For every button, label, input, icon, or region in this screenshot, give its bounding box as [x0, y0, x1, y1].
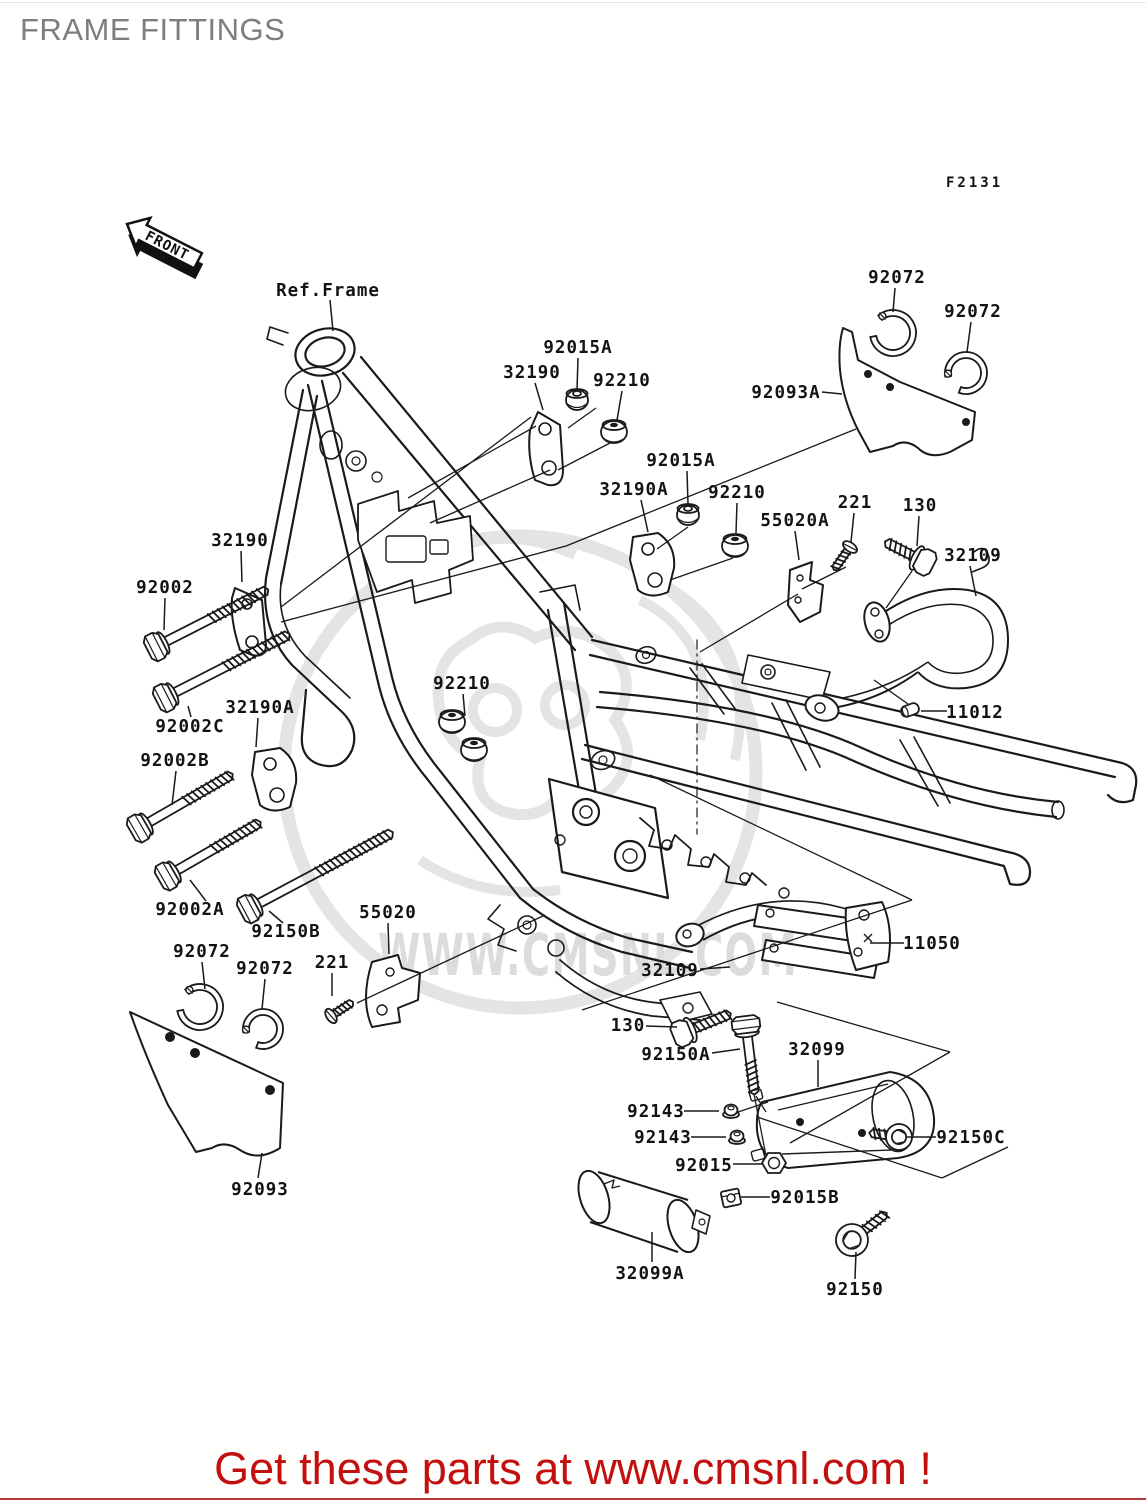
- part-label-11050[interactable]: 11050: [903, 934, 961, 954]
- rubber-damper: [460, 737, 488, 762]
- part-label-32099A[interactable]: 32099A: [615, 1264, 684, 1284]
- front-direction-arrow: FRONT: [125, 216, 204, 280]
- part-label-32190[interactable]: 32190: [211, 531, 269, 551]
- part-label-92072[interactable]: 92072: [173, 942, 231, 962]
- part-label-92093[interactable]: 92093: [231, 1180, 289, 1200]
- cmsnl-link[interactable]: Get these parts at www.cmsnl.com !: [214, 1443, 932, 1494]
- machine-screw: [324, 999, 354, 1025]
- part-label-32099[interactable]: 32099: [788, 1040, 846, 1060]
- hex-bolt: [125, 770, 235, 844]
- machine-screw: [830, 540, 858, 572]
- flange-nut: [728, 1129, 746, 1145]
- part-label-92072[interactable]: 92072: [868, 268, 926, 288]
- part-label-Ref.Frame[interactable]: Ref.Frame: [276, 281, 380, 301]
- part-label-92210[interactable]: 92210: [593, 371, 651, 391]
- page-title: FRAME FITTINGS: [20, 12, 286, 47]
- part-label-32109[interactable]: 32109: [944, 546, 1002, 566]
- part-label-92210[interactable]: 92210: [708, 483, 766, 503]
- part-label-92150[interactable]: 92150: [826, 1280, 884, 1300]
- flanged-bolt: [883, 537, 938, 577]
- part-label-92150C[interactable]: 92150C: [936, 1128, 1005, 1148]
- part-label-92150B[interactable]: 92150B: [251, 922, 320, 942]
- top-divider: [0, 2, 1146, 3]
- cap-nut: [676, 503, 700, 526]
- part-label-32109[interactable]: 32109: [641, 961, 699, 981]
- part-label-92015B[interactable]: 92015B: [770, 1188, 839, 1208]
- assembly-lines-layer: [280, 407, 1009, 1179]
- part-label-11012[interactable]: 11012: [946, 703, 1004, 723]
- flanged-bolt-large: [868, 1123, 913, 1151]
- band-clamp: [241, 1008, 284, 1050]
- hex-bolt: [151, 630, 291, 714]
- band-clamp: [869, 309, 917, 357]
- part-label-130[interactable]: 130: [611, 1016, 646, 1036]
- part-label-92015A[interactable]: 92015A: [646, 451, 715, 471]
- part-label-92150A[interactable]: 92150A: [641, 1045, 710, 1065]
- figure-code: F2131: [946, 175, 1004, 191]
- part-label-92015A[interactable]: 92015A: [543, 338, 612, 358]
- part-label-92002C[interactable]: 92002C: [155, 717, 224, 737]
- part-label-55020A[interactable]: 55020A: [760, 511, 829, 531]
- end-cap: [900, 702, 920, 718]
- hex-nut: [760, 1152, 788, 1174]
- hex-bolt: [235, 828, 394, 925]
- part-label-92143[interactable]: 92143: [627, 1102, 685, 1122]
- part-label-92072[interactable]: 92072: [236, 959, 294, 979]
- hex-bolt: [142, 585, 270, 663]
- part-label-92210[interactable]: 92210: [433, 674, 491, 694]
- part-label-92072[interactable]: 92072: [944, 302, 1002, 322]
- part-label-55020[interactable]: 55020: [359, 903, 417, 923]
- rubber-damper: [600, 419, 628, 444]
- band-clamp: [943, 351, 988, 395]
- flange-nut: [722, 1103, 740, 1119]
- part-label-92143[interactable]: 92143: [634, 1128, 692, 1148]
- band-clamp: [176, 983, 224, 1031]
- part-label-92002B[interactable]: 92002B: [140, 751, 209, 771]
- part-label-92002A[interactable]: 92002A: [155, 900, 224, 920]
- hex-bolt: [730, 1014, 762, 1096]
- cap-nut: [565, 388, 589, 411]
- cmsnl-watermark-text: WWW.CMSNL.COM: [378, 921, 798, 989]
- hex-bolt: [153, 818, 263, 892]
- part-label-221[interactable]: 221: [838, 493, 873, 513]
- bottom-divider: [0, 1498, 1146, 1500]
- part-label-32190A[interactable]: 32190A: [599, 480, 668, 500]
- part-label-92015[interactable]: 92015: [675, 1156, 733, 1176]
- part-label-221[interactable]: 221: [315, 953, 350, 973]
- rubber-damper: [438, 709, 466, 734]
- clip-nut: [720, 1187, 742, 1209]
- flanged-bolt-large: [835, 1210, 891, 1257]
- exploded-parts: [129, 327, 1009, 1254]
- part-label-32190A[interactable]: 32190A: [225, 698, 294, 718]
- part-label-92002[interactable]: 92002: [136, 578, 194, 598]
- part-label-32190[interactable]: 32190: [503, 363, 561, 383]
- rubber-damper: [721, 533, 749, 558]
- part-label-130[interactable]: 130: [903, 496, 938, 516]
- part-label-92093A[interactable]: 92093A: [751, 383, 820, 403]
